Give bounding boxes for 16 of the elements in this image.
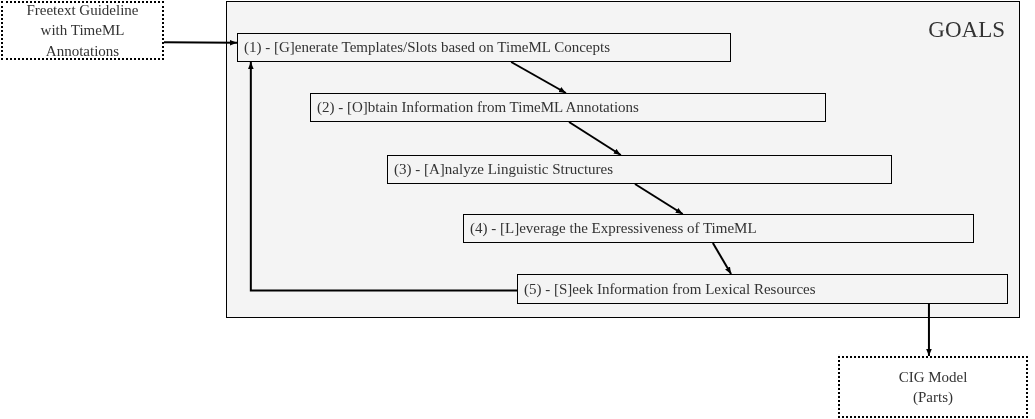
arrow [248, 61, 518, 292]
input-output-box: Freetext Guideline with TimeML Annotations [1, 1, 164, 60]
process-box: (3) - [A]nalyze Linguistic Structures [387, 155, 892, 184]
arrow [510, 61, 567, 94]
arrow [926, 303, 932, 357]
group-title: GOALS [928, 18, 1005, 41]
arrow [568, 121, 622, 156]
arrow [633, 183, 684, 215]
arrow [711, 242, 733, 275]
arrow [163, 40, 238, 46]
process-box: (5) - [S]eek Information from Lexical Resources [517, 274, 1008, 304]
input-output-box: CIG Model (Parts) [838, 356, 1028, 418]
process-box: (2) - [O]btain Information from TimeML Annotations [310, 93, 826, 122]
process-box: (1) - [G]enerate Templates/Slots based on TimeML Concepts [237, 33, 731, 62]
process-box: (4) - [L]everage the Expressiveness of TimeML [463, 214, 974, 243]
group-panel [226, 1, 1020, 318]
